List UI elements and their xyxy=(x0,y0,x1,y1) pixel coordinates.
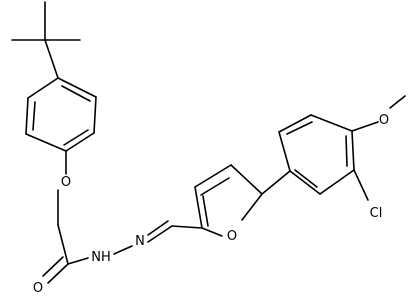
bond xyxy=(261,170,291,195)
tert-butyl-group xyxy=(11,1,81,79)
imine-nitrogen-label: N xyxy=(135,234,145,249)
bond xyxy=(63,129,89,146)
bond xyxy=(230,164,263,195)
bond xyxy=(194,164,232,188)
bond xyxy=(113,245,133,255)
substituent-bonds xyxy=(351,95,406,201)
atom-labels: O O NH N O Cl O xyxy=(33,113,389,296)
bond xyxy=(25,133,67,152)
bond xyxy=(241,193,263,221)
bond xyxy=(278,131,291,172)
bond xyxy=(147,225,173,243)
bond xyxy=(345,135,348,167)
chloromethoxyphenyl-ring xyxy=(261,114,355,195)
bond xyxy=(294,169,318,188)
bond xyxy=(32,101,36,131)
bond xyxy=(65,132,95,152)
bond xyxy=(25,97,29,135)
methoxy-oxygen-label: O xyxy=(379,113,389,128)
bond xyxy=(42,256,64,277)
bond xyxy=(319,169,355,195)
bond xyxy=(61,85,91,102)
ether-oxygen-label: O xyxy=(61,175,71,190)
furan-ring xyxy=(194,164,263,237)
amide-nh-label: NH xyxy=(91,250,111,265)
bond xyxy=(93,96,97,134)
furan-oxygen-label: O xyxy=(227,229,237,244)
bond xyxy=(57,224,69,265)
bond xyxy=(27,77,59,99)
hydrazone-linker xyxy=(113,220,203,255)
bond xyxy=(194,186,203,229)
bond xyxy=(171,225,203,229)
bond xyxy=(389,95,406,109)
phenoxy-benzene-ring xyxy=(25,77,97,152)
bond xyxy=(353,169,369,201)
chlorine-label: Cl xyxy=(370,206,383,221)
bond xyxy=(67,257,89,265)
bond xyxy=(201,227,223,237)
bond xyxy=(351,130,355,171)
bond xyxy=(310,114,353,132)
carbonyl-oxygen-label: O xyxy=(33,281,43,296)
oxyacetamide-chain xyxy=(42,150,89,284)
bond xyxy=(286,121,313,135)
bond xyxy=(278,114,312,133)
bond xyxy=(44,39,59,79)
bond xyxy=(47,263,69,284)
bond xyxy=(57,77,97,98)
bond xyxy=(147,220,169,236)
bond xyxy=(289,170,321,195)
bond xyxy=(202,195,209,227)
bond xyxy=(200,177,230,196)
bond xyxy=(351,121,379,132)
